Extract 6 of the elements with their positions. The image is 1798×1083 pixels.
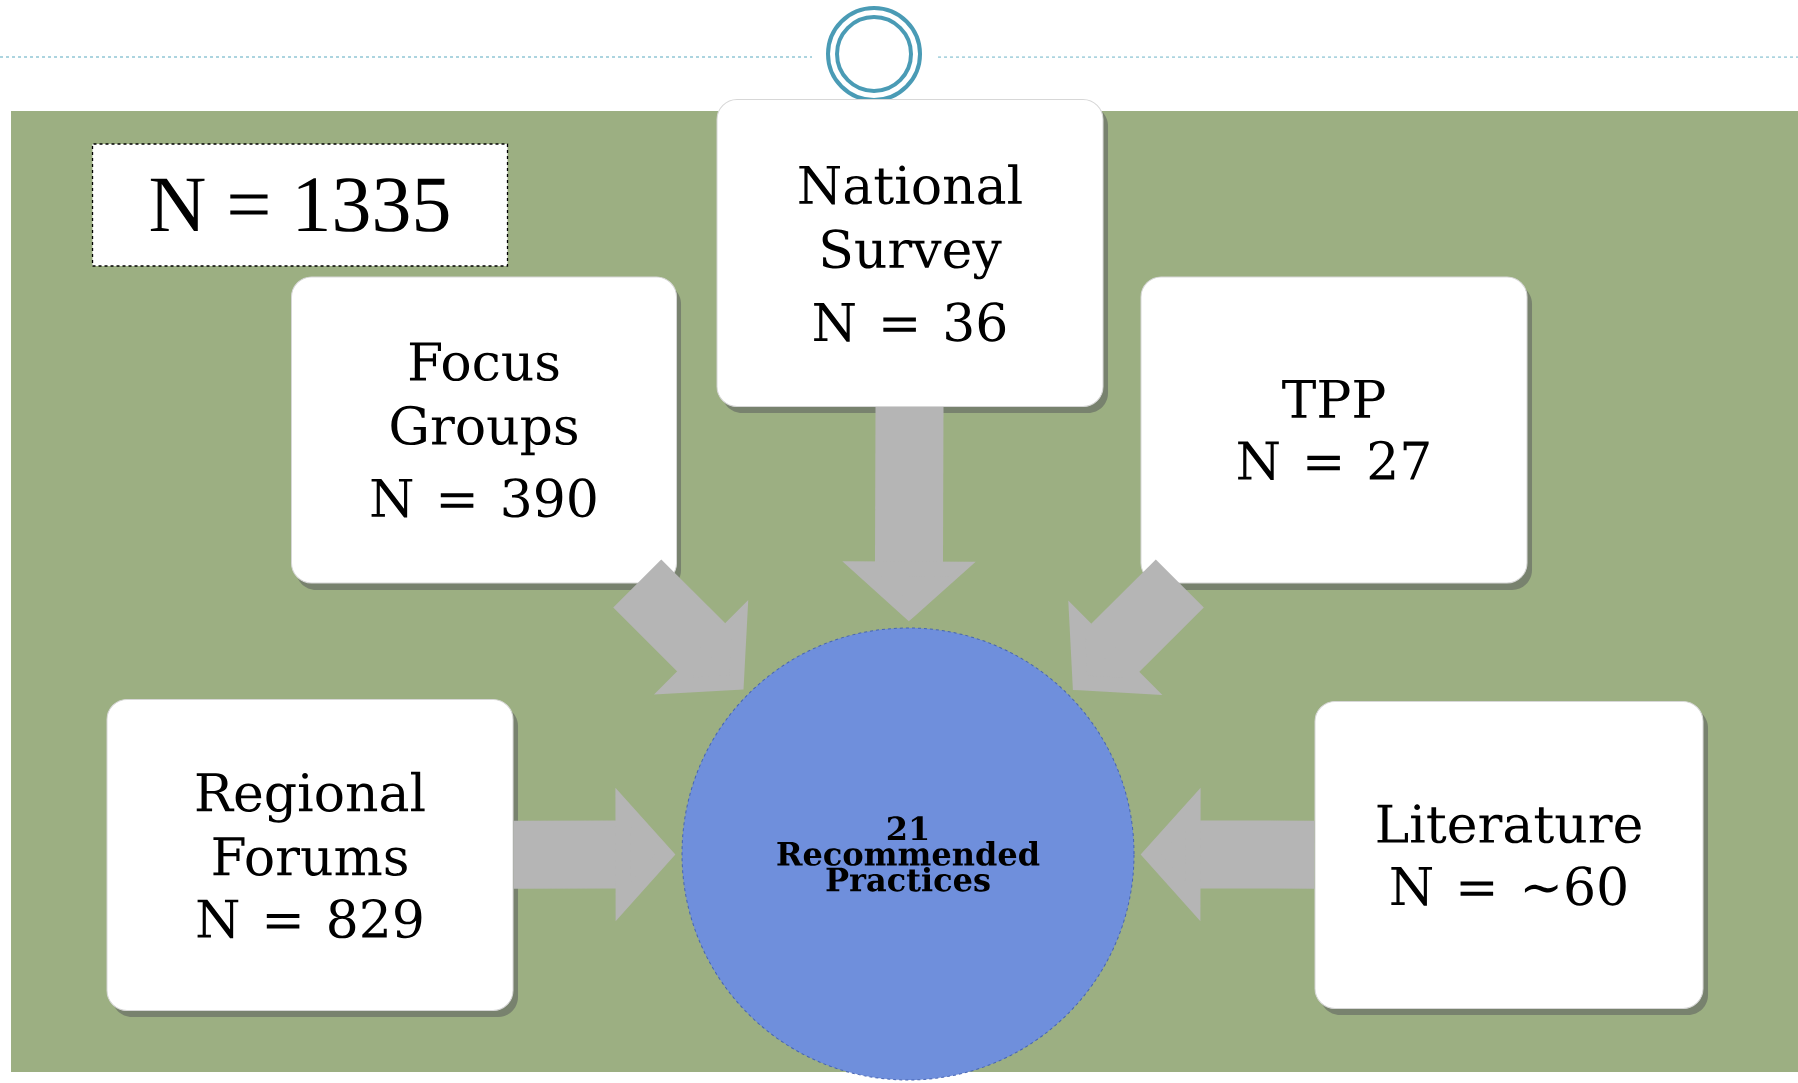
source-box: Focus Groups N = 390 bbox=[291, 276, 681, 590]
source-box: National Survey N = 36 bbox=[716, 99, 1108, 413]
source-box: Literature N = ~60 bbox=[1314, 701, 1708, 1015]
total-box: N = 1335 bbox=[91, 143, 509, 267]
source-box: TPP N = 27 bbox=[1140, 276, 1532, 590]
source-box: Regional Forums N = 829 bbox=[106, 699, 518, 1017]
